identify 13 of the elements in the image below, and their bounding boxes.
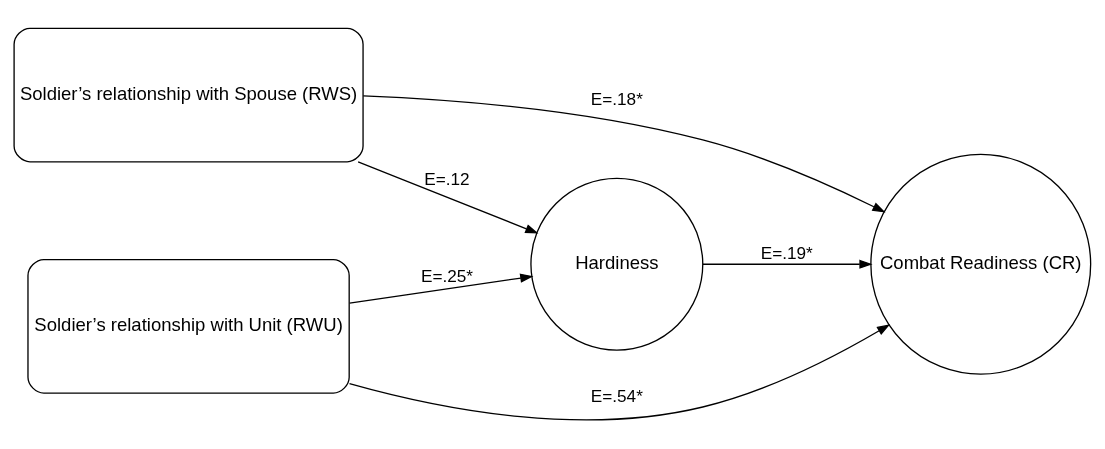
arrow [362,95,886,213]
edge-label: E=.25* [420,265,474,286]
arrow [348,273,534,304]
edge-label: E=.12 [424,169,470,190]
node-box: Soldier’s relationship with Unit (RWU) [27,258,350,394]
arrow [348,324,891,421]
arrow [702,259,873,269]
edge-label: E=.19* [760,243,813,264]
node-box: Soldier’s relationship with Spouse (RWS) [13,27,364,163]
edge-label: E=.54* [590,386,643,407]
node-circle: Hardiness [530,177,704,351]
arrow [357,161,539,234]
edge-label: E=.18* [590,88,643,109]
